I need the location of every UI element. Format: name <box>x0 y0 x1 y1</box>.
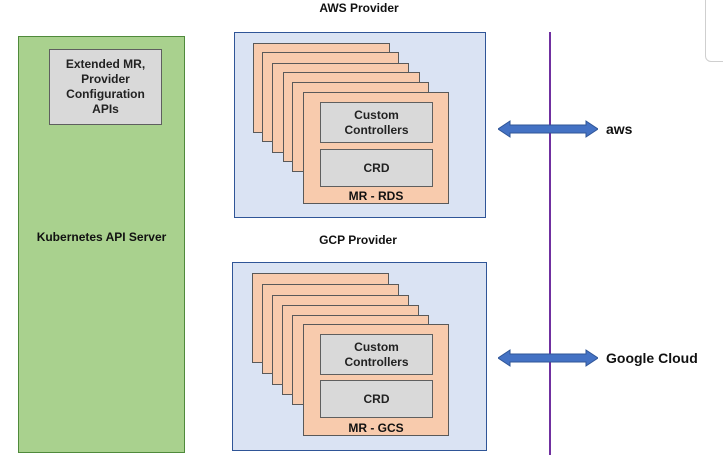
aws-mr-label: MR - RDS <box>348 189 404 203</box>
aws-provider-title: AWS Provider <box>319 1 399 15</box>
gcp-mr-label: MR - GCS <box>348 421 404 435</box>
extended-apis-box: Extended MR, Provider Configuration APIs <box>49 49 162 125</box>
aws-cloud-label: aws <box>606 121 633 137</box>
aws-custom-controllers-box: Custom Controllers <box>320 102 433 143</box>
cloud-boundary-line <box>549 32 551 455</box>
aws-crd-box: CRD <box>320 149 433 187</box>
cropped-frame-corner <box>705 0 723 62</box>
google-cloud-label: Google Cloud <box>606 350 698 366</box>
kubernetes-api-server-label: Kubernetes API Server <box>36 230 167 244</box>
gcp-provider-title: GCP Provider <box>319 233 397 247</box>
gcp-crd-box: CRD <box>320 380 433 418</box>
gcp-double-arrow-icon <box>498 349 598 367</box>
gcp-custom-controllers-box: Custom Controllers <box>320 334 433 375</box>
aws-double-arrow-icon <box>498 120 598 138</box>
